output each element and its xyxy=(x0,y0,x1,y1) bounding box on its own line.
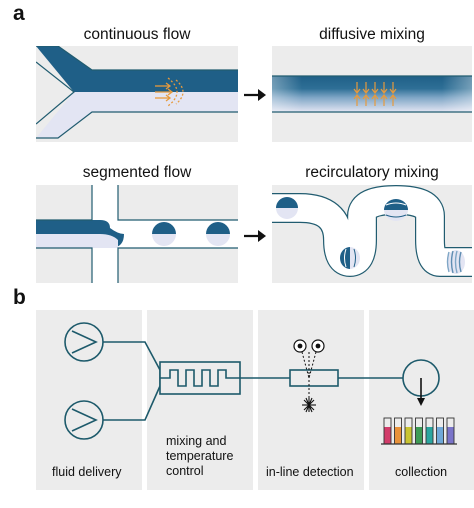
vial-rack-icon xyxy=(381,417,457,445)
droplet-3 xyxy=(384,199,408,221)
continuous-flow-title: continuous flow xyxy=(83,26,191,43)
vial-liquid xyxy=(384,427,391,444)
vial-liquid xyxy=(436,427,444,444)
arrow-right-icon-1 xyxy=(244,89,266,101)
recirculatory-mixing-title: recirculatory mixing xyxy=(305,164,439,181)
vial-liquid xyxy=(426,427,433,444)
vial-liquid xyxy=(447,427,454,444)
vial-liquid xyxy=(405,427,412,444)
eyes-icon xyxy=(293,339,325,400)
diffusion-arrows xyxy=(353,82,397,106)
diffusive-mixing-title: diffusive mixing xyxy=(319,26,425,43)
droplet-1 xyxy=(276,197,298,219)
segmented-flow-channel xyxy=(36,185,238,283)
collection-label: collection xyxy=(395,465,448,479)
inline-detection-label: in-line detection xyxy=(266,465,354,479)
vial-liquid xyxy=(415,427,423,444)
droplet-4 xyxy=(446,250,465,274)
panel-a-letter: a xyxy=(13,2,25,25)
mixing-label-line1: mixing and xyxy=(166,434,227,448)
arrow-right-icon-2 xyxy=(244,230,266,242)
diffusive-mixing-channel xyxy=(272,75,472,113)
panel-b-letter: b xyxy=(13,286,26,309)
flow-arrows xyxy=(155,77,184,107)
detector-cell-icon xyxy=(289,369,339,387)
fluid-delivery-label: fluid delivery xyxy=(52,465,122,479)
segmented-flow-title: segmented flow xyxy=(82,164,192,181)
recirculatory-mixing-channel xyxy=(272,185,472,277)
mixing-panel xyxy=(147,310,253,490)
flow-system-lines xyxy=(64,322,440,440)
continuous-flow-channel xyxy=(36,46,238,139)
vial-liquid xyxy=(394,427,402,444)
droplet-2 xyxy=(340,247,360,269)
light-burst-icon xyxy=(302,397,316,413)
mixing-label-line3: control xyxy=(166,464,204,478)
collect-arrow-icon xyxy=(417,378,425,406)
mixing-label-line2: temperature xyxy=(166,449,234,463)
